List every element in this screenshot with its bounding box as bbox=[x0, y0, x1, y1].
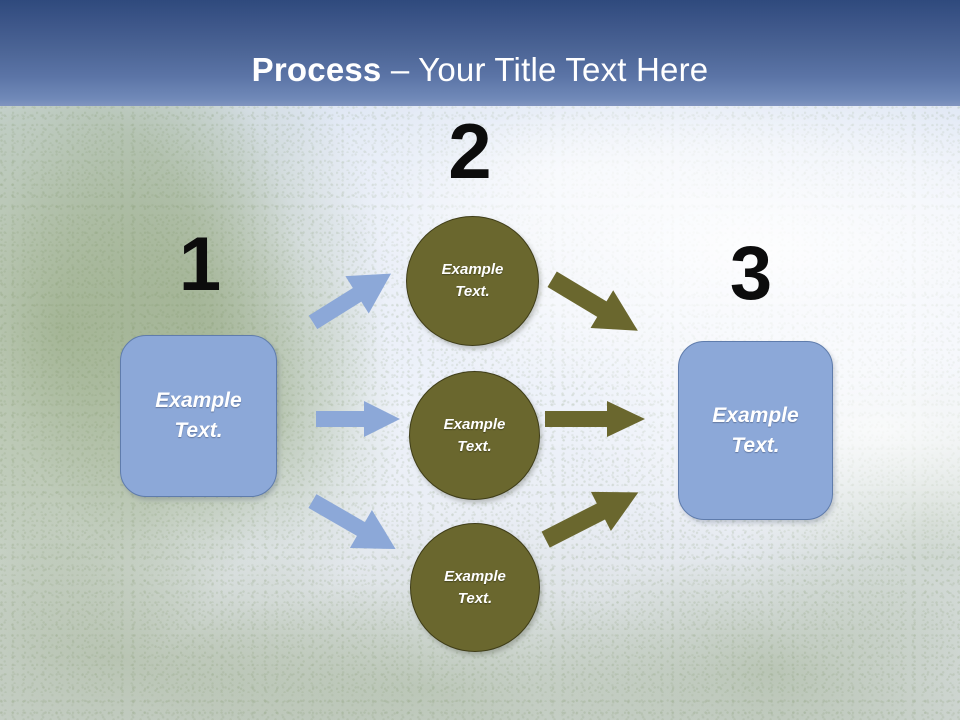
arrow-circle-top-to-box3-icon bbox=[541, 260, 649, 349]
arrow-circle-middle-to-box3-icon bbox=[545, 401, 645, 437]
arrow-box1-to-circle-top-icon bbox=[301, 255, 402, 341]
arrow-box1-to-circle-bottom-icon bbox=[301, 482, 406, 568]
process-circle-middle-line1: Example bbox=[443, 415, 506, 433]
stage-box-3[interactable]: Example Text. bbox=[678, 341, 833, 520]
arrow-box1-to-circle-middle-icon bbox=[316, 401, 400, 437]
process-circle-bottom[interactable]: Example Text. bbox=[410, 523, 540, 652]
stage-box-1-line1: Example bbox=[155, 389, 242, 412]
stage-box-1[interactable]: Example Text. bbox=[120, 335, 277, 497]
stage-box-3-line1: Example bbox=[712, 403, 799, 427]
slide-header-bar bbox=[0, 0, 960, 106]
page-title: Process – Your Title Text Here bbox=[0, 0, 960, 88]
page-title-strong: Process bbox=[251, 51, 382, 88]
arrow-circle-bottom-to-box3-icon bbox=[536, 473, 649, 559]
step-number-1: 1 bbox=[178, 222, 222, 307]
step-number-2: 2 bbox=[448, 107, 492, 195]
process-circle-top[interactable]: Example Text. bbox=[406, 216, 539, 346]
stage-box-3-line2: Text. bbox=[731, 433, 780, 457]
process-circle-top-line2: Text. bbox=[455, 283, 490, 300]
process-circle-bottom-line1: Example bbox=[444, 567, 506, 585]
page-title-rest: – Your Title Text Here bbox=[381, 51, 709, 88]
process-circle-top-line1: Example bbox=[441, 261, 504, 278]
process-circle-bottom-line2: Text. bbox=[457, 589, 493, 607]
stage-box-1-line2: Text. bbox=[174, 419, 223, 442]
step-number-3: 3 bbox=[729, 231, 773, 316]
process-circle-middle[interactable]: Example Text. bbox=[409, 371, 540, 500]
process-circle-middle-line2: Text. bbox=[457, 437, 492, 455]
